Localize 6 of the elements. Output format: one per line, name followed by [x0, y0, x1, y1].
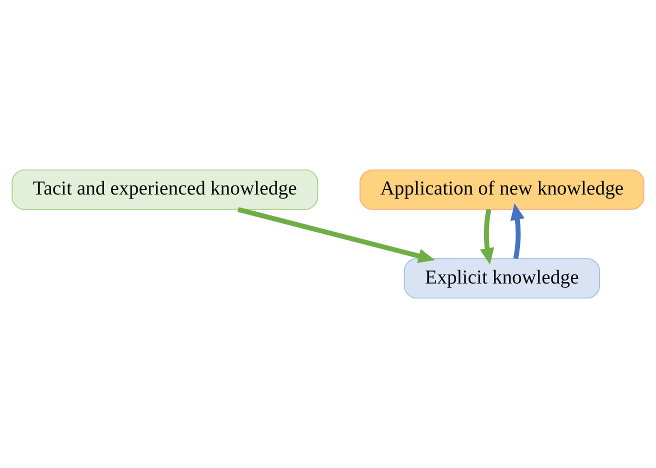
- arrow: [510, 203, 525, 260]
- node-box: Explicit knowledge: [404, 258, 600, 299]
- arrow: [480, 208, 494, 265]
- node-box: Tacit and experienced knowledge: [12, 169, 318, 210]
- node-box: Application of new knowledge: [360, 169, 644, 210]
- arrow: [237, 207, 435, 263]
